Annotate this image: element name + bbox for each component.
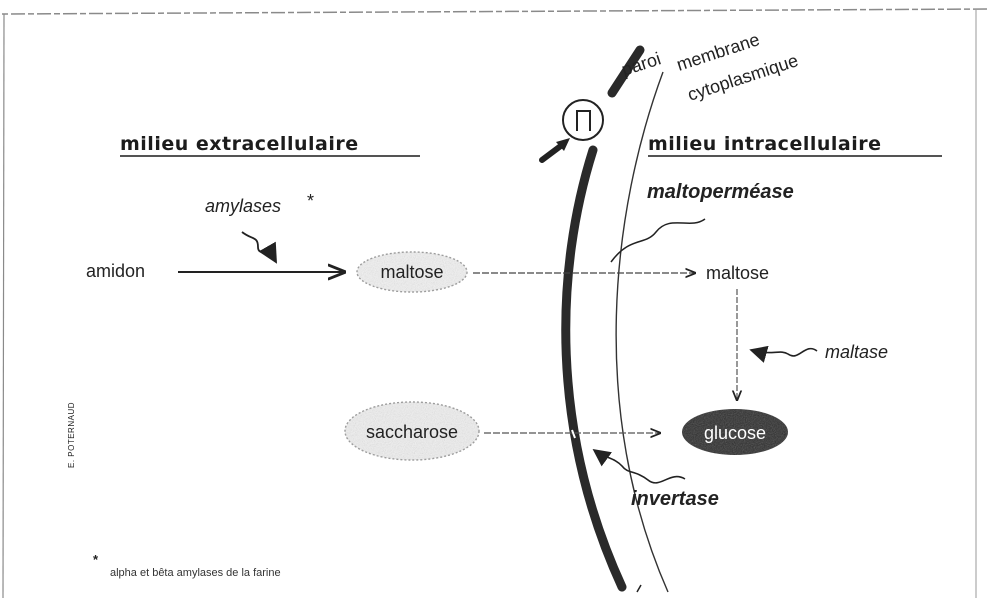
starch-label: amidon [86,261,145,281]
invertase-label: invertase [631,488,719,510]
sucrose-label: saccharose [366,422,458,442]
maltopermease-pointer [611,219,705,262]
maltose-inside-label: maltose [706,263,769,283]
maltopermease-label: maltoperméase [647,181,794,203]
budding-cell-icon [563,100,603,140]
credit-label: E. POTERNAUD [67,402,76,468]
diagram-frame [2,9,989,598]
maltase-squiggle-arrow [751,349,817,356]
glucose-label: glucose [704,423,766,443]
footnote-text: alpha et bêta amylases de la farine [110,567,281,579]
amylases-asterisk: * [307,191,314,211]
intracellular-heading: milieu intracellulaire [648,133,881,155]
budding-arrow-shaft [542,145,562,160]
bottom-tick [637,585,641,592]
maltase-label: maltase [825,342,888,362]
amylases-label: amylases [205,196,281,216]
extracellular-heading: milieu extracellulaire [120,133,359,155]
wall-label: paroi [619,48,663,79]
maltose-outside-label: maltose [380,262,443,282]
invertase-squiggle-arrow [594,450,685,483]
amylases-squiggle-arrow [242,232,276,262]
footnote-asterisk: * [93,552,99,567]
